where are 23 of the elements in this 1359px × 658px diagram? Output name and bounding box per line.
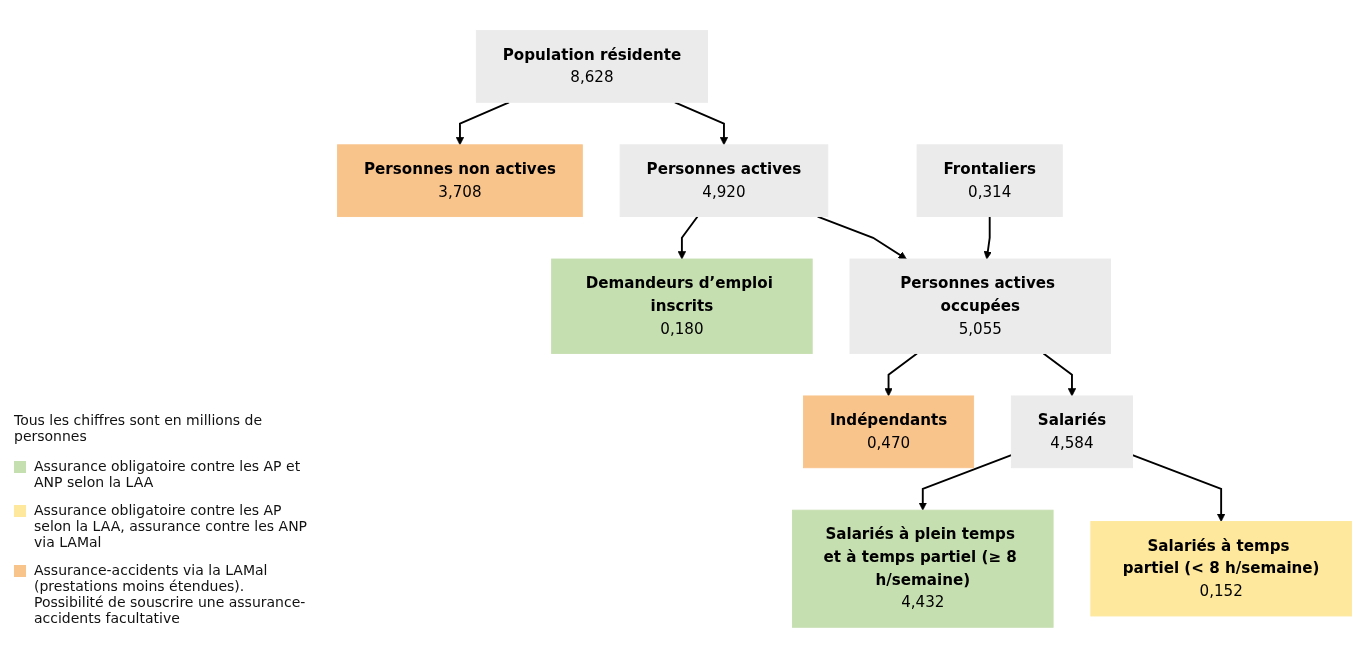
node-box: Frontaliers 0,314 [916, 144, 1063, 218]
node-box: Salariés 4,584 [1010, 395, 1134, 469]
node-box: Salariés à plein temps et à temps partiel (≥ 8 h/semaine) 4,432 [792, 509, 1054, 628]
node-box: Salariés à temps partiel (< 8 h/semaine) 0,152 [1090, 521, 1352, 617]
node-box: Population résidente 8,628 [475, 30, 709, 103]
node-box: Personnes actives 4,920 [619, 144, 829, 218]
node-box: Personnes non actives 3,708 [337, 144, 583, 218]
legend-text: Assurance obligatoire contre les AP et ANP selon la LAA [34, 458, 302, 490]
node-box: Indépendants 0,470 [803, 395, 975, 469]
arrow [816, 215, 907, 260]
arrow [1131, 454, 1226, 522]
node-box: Personnes actives occupées 5,055 [849, 258, 1112, 354]
legend-text: Assurance obligatoire contre les AP selon la LAA, assurance contre les ANP via LAMal [34, 502, 309, 550]
arrow [983, 215, 992, 260]
arrow [884, 352, 918, 397]
note-text: Tous les chiffres sont en millions de personnes [14, 412, 263, 444]
node-box: Demandeurs d’emploi inscrits 0,180 [551, 258, 813, 354]
legend-text: Assurance-accidents via la LAMal (prestations moins étendues). Possibilité de souscrire une assurance-accidents facultative [34, 562, 307, 626]
arrow [455, 101, 510, 146]
arrow [673, 101, 729, 146]
arrow [677, 215, 699, 260]
arrow [1042, 352, 1077, 397]
arrow [918, 454, 1013, 511]
